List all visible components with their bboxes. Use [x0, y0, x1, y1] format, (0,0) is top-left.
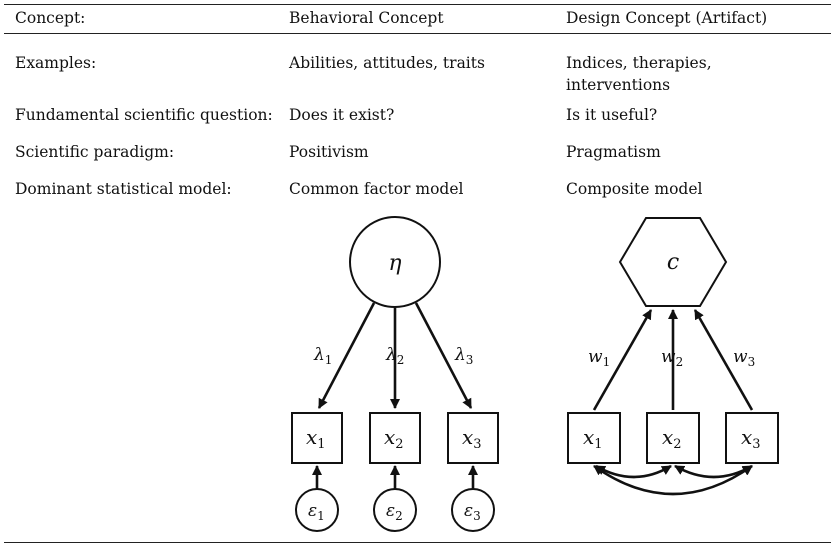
row-examples-design-line2: interventions [566, 76, 671, 94]
header-behavioral: Behavioral Concept [289, 9, 444, 27]
row-question-label: Fundamental scientific question: [15, 106, 273, 124]
row-model-label: Dominant statistical model: [15, 180, 232, 198]
loading-arrow-3 [414, 302, 473, 409]
row-paradigm-design: Pragmatism [566, 143, 661, 161]
indicator-box-1 [291, 412, 343, 464]
bottom-rule [4, 542, 831, 543]
indicator-label-2: x2 [384, 425, 404, 452]
weight-label-2: w2 [661, 347, 683, 369]
indicator-box-2 [369, 412, 421, 464]
composite-indicator-label-3: x3 [741, 425, 761, 452]
loading-label-3: λ3 [454, 345, 473, 367]
row-examples-behavioral: Abilities, attitudes, traits [289, 54, 485, 72]
header-rule [4, 33, 831, 34]
error-label-1: ε1 [308, 501, 325, 523]
weight-label-1: w1 [588, 347, 610, 369]
composite-indicator-label-1: x1 [583, 425, 603, 452]
indicator-label-1: x1 [306, 425, 326, 452]
composite-hexagon [618, 217, 728, 307]
latent-eta-circle [349, 216, 441, 308]
composite-indicator-box-1 [567, 412, 621, 464]
latent-eta-label: η [388, 251, 401, 276]
weight-arrow-1 [592, 309, 653, 411]
loading-label-1: λ1 [313, 345, 332, 367]
error-label-3: ε3 [464, 501, 481, 523]
row-paradigm-label: Scientific paradigm: [15, 143, 175, 161]
composite-indicator-label-2: x2 [662, 425, 682, 452]
composite-indicator-box-2 [646, 412, 700, 464]
error-label-2: ε2 [386, 501, 403, 523]
row-paradigm-behavioral: Positivism [289, 143, 369, 161]
row-question-behavioral: Does it exist? [289, 106, 395, 124]
row-model-behavioral: Common factor model [289, 180, 464, 198]
top-rule [4, 4, 831, 5]
composite-model [567, 217, 779, 496]
header-design: Design Concept (Artifact) [566, 9, 768, 27]
composite-indicator-box-3 [725, 412, 779, 464]
row-examples-design-line1: Indices, therapies, [566, 54, 712, 72]
indicator-label-3: x3 [462, 425, 482, 452]
covariance-arc-2-3 [674, 464, 753, 479]
covariance-arc-1-3 [593, 464, 753, 496]
loading-label-2: λ2 [385, 345, 404, 367]
indicator-box-3 [447, 412, 499, 464]
composite-label: c [667, 250, 679, 275]
row-question-design: Is it useful? [566, 106, 658, 124]
weight-label-3: w3 [733, 347, 755, 369]
factor-model [291, 216, 499, 532]
row-examples-label: Examples: [15, 54, 97, 72]
loading-arrow-1 [317, 302, 376, 409]
weight-arrow-3 [693, 309, 754, 411]
row-model-design: Composite model [566, 180, 703, 198]
header-concept: Concept: [15, 9, 86, 27]
